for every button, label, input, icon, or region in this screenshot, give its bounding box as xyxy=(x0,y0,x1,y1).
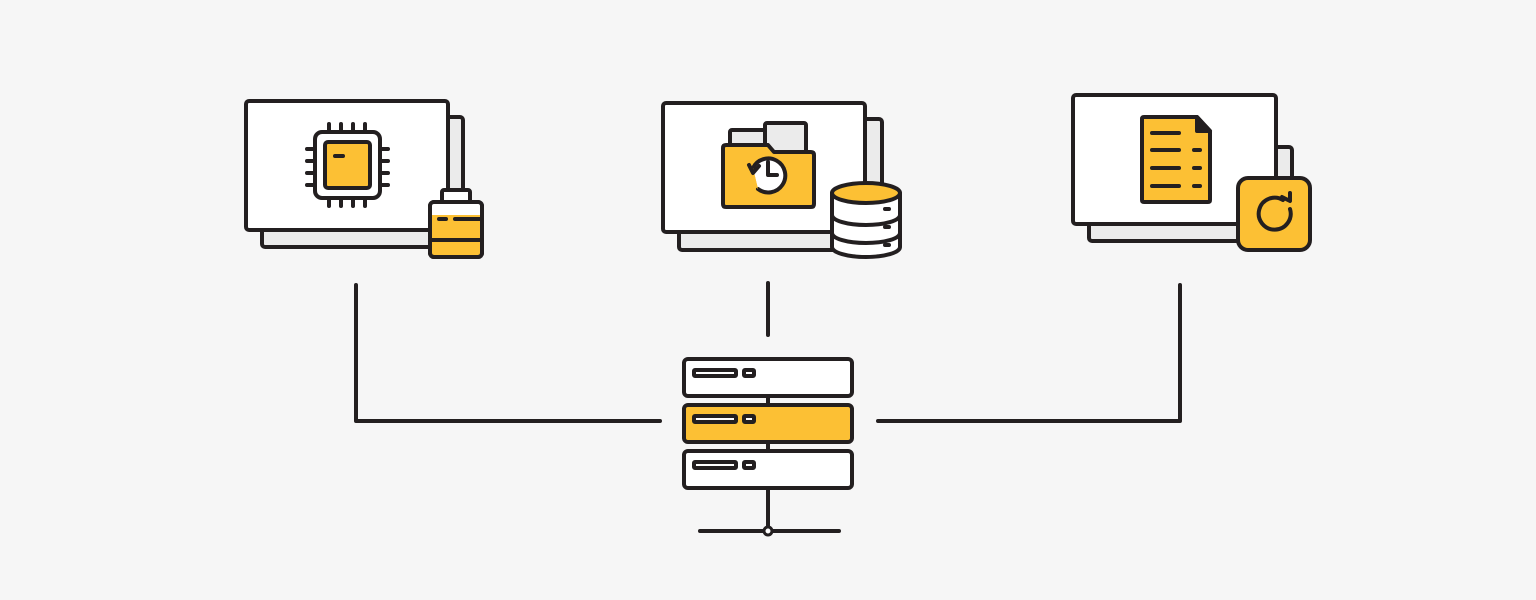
node-cpu-security xyxy=(244,99,484,259)
cpu-chip-icon xyxy=(305,122,390,208)
folder-history-icon xyxy=(721,121,816,209)
node-document-sync xyxy=(1071,93,1312,252)
network-node xyxy=(762,525,774,537)
connector-lines xyxy=(354,281,1182,423)
document-icon xyxy=(1140,115,1212,204)
node-backup-history xyxy=(661,101,902,259)
server-unit-2 xyxy=(682,403,854,444)
lock-icon xyxy=(428,188,484,259)
server-rack-icon xyxy=(682,357,854,537)
connector-left xyxy=(354,283,662,423)
server-unit-1 xyxy=(682,357,854,398)
database-icon xyxy=(830,181,902,259)
server-unit-3 xyxy=(682,449,854,490)
refresh-icon xyxy=(1236,176,1312,252)
connector-right xyxy=(876,283,1182,423)
